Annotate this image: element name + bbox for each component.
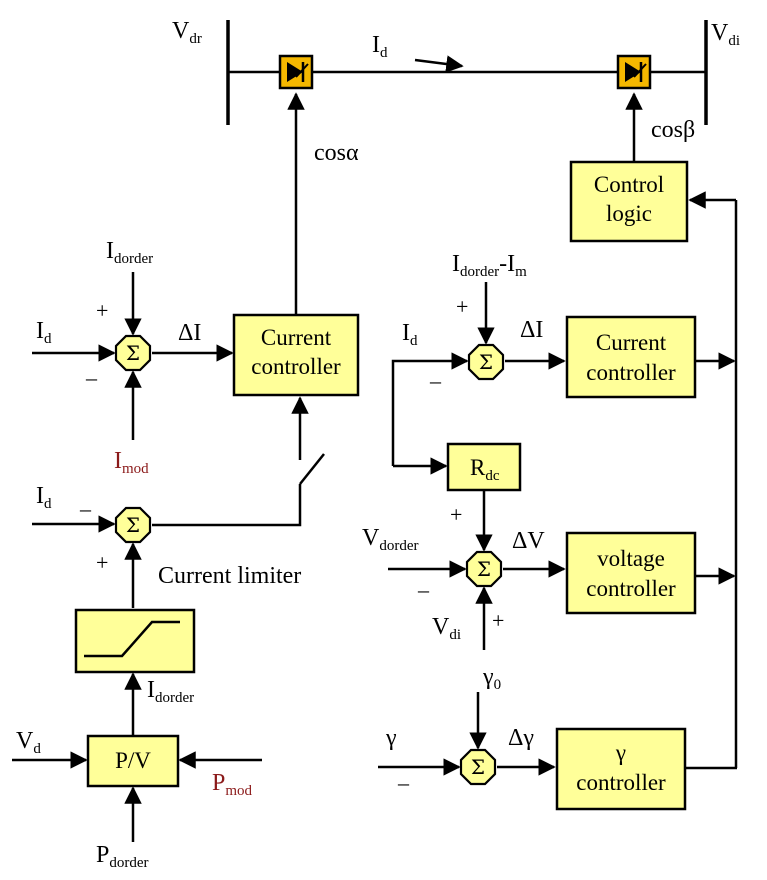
current-controller-left-line2: controller	[251, 354, 341, 379]
control-logic-line1: Control	[594, 172, 664, 197]
label-vdi-right: Vdi	[432, 614, 461, 643]
current-controller-left-line1: Current	[261, 325, 332, 350]
label-vdorder: Vdorder	[362, 525, 419, 554]
pv-block	[86, 734, 180, 788]
label-pmod: Pmod	[212, 770, 253, 799]
label-delta-gamma: Δγ	[508, 725, 534, 751]
gamma-controller-line2: controller	[576, 770, 666, 795]
label-pdorder: Pdorder	[96, 842, 149, 871]
limiter-sum-output	[152, 484, 302, 527]
voltage-controller-line2: controller	[586, 576, 676, 601]
label-id-right: Id	[402, 320, 418, 349]
label-delta-v: ΔV	[512, 528, 545, 554]
label-gamma-in: γ	[385, 725, 397, 751]
label-idorder-im: Idorder-Im	[452, 251, 527, 280]
label-cos-alpha: cosα	[314, 140, 359, 166]
id-input-right	[391, 352, 469, 466]
current-controller-left-block	[232, 313, 360, 397]
voltage-controller-block	[565, 531, 697, 615]
sign-plus: +	[96, 550, 108, 575]
sigma-symbol: Σ	[471, 755, 485, 779]
sign-minus: –	[85, 365, 98, 390]
gamma-controller-line1: γ	[615, 740, 626, 765]
voltage-controller-line1: voltage	[597, 546, 665, 571]
sign-plus: +	[96, 298, 108, 323]
label-id-left2: Id	[36, 483, 52, 512]
summing-junction-limiter	[114, 506, 152, 544]
sigma-symbol: Σ	[126, 341, 140, 365]
label-delta-i-right: ΔI	[520, 317, 543, 343]
summing-junction-voltage	[465, 550, 503, 588]
sign-plus: +	[450, 502, 462, 527]
sigma-symbol: Σ	[477, 557, 491, 581]
summing-junction-current-right	[467, 343, 505, 381]
switch-icon	[299, 453, 325, 485]
rectifier-valve-icon	[278, 54, 314, 90]
current-controller-right-line1: Current	[596, 330, 667, 355]
inverter-valve-icon	[616, 54, 652, 90]
label-id-top: Id	[372, 32, 388, 61]
label-vdi-top: Vdi	[711, 20, 740, 49]
sign-minus: –	[417, 577, 430, 602]
gamma-controller-block	[555, 727, 687, 811]
sigma-symbol: Σ	[479, 350, 493, 374]
label-idorder-left: Idorder	[106, 238, 153, 267]
label-idorder-low: Idorder	[147, 677, 194, 706]
sign-minus: –	[79, 496, 92, 521]
label-vd: Vd	[16, 728, 41, 757]
sign-minus: –	[397, 770, 410, 795]
pv-label: P/V	[115, 748, 151, 773]
current-direction-arrow	[414, 55, 464, 73]
control-logic-line2: logic	[606, 201, 652, 226]
sign-plus: +	[492, 608, 504, 633]
summing-junction-gamma	[459, 748, 497, 786]
label-id-left1: Id	[36, 318, 52, 347]
limiter-curve-icon	[84, 620, 180, 658]
label-delta-i-left: ΔI	[178, 320, 201, 346]
current-controller-right-block	[565, 315, 697, 399]
rdc-label: Rdc	[470, 455, 500, 484]
current-controller-right-line2: controller	[586, 360, 676, 385]
label-current-limiter: Current limiter	[158, 563, 301, 589]
summing-junction-current-left	[114, 334, 152, 372]
label-vdr: Vdr	[172, 18, 202, 47]
control-logic-block	[569, 160, 689, 243]
sign-plus: +	[456, 294, 468, 319]
label-cos-beta: cosβ	[651, 117, 695, 143]
sigma-symbol: Σ	[126, 513, 140, 537]
label-imod: Imod	[114, 448, 149, 477]
label-gamma0: γ0	[482, 664, 501, 693]
sign-minus: –	[429, 368, 442, 393]
